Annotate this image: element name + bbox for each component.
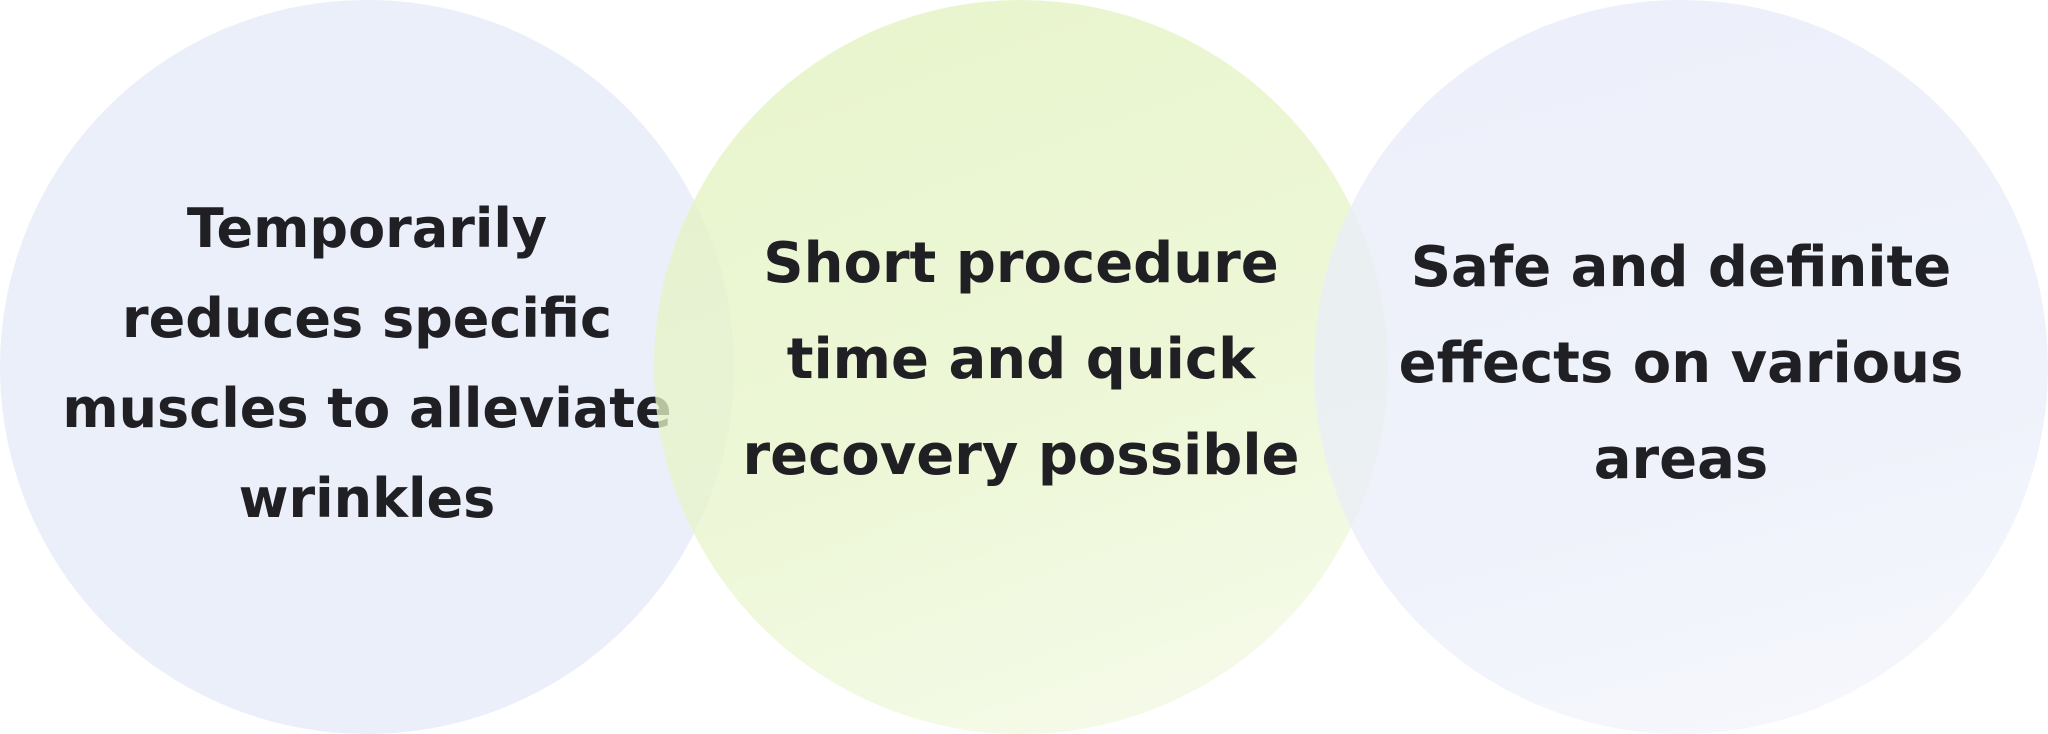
benefit-circle-recovery: Short procedure time and quick recovery … <box>654 0 1388 734</box>
benefit-circle-muscles: Temporarily reduces specific muscles to … <box>0 0 734 734</box>
benefit-circle-effects: Safe and definite effects on various are… <box>1314 0 2048 734</box>
benefit-label-recovery: Short procedure time and quick recovery … <box>742 231 1300 488</box>
benefit-label-muscles: Temporarily reduces specific muscles to … <box>62 197 672 530</box>
benefit-label-effects: Safe and definite effects on various are… <box>1398 235 1964 492</box>
